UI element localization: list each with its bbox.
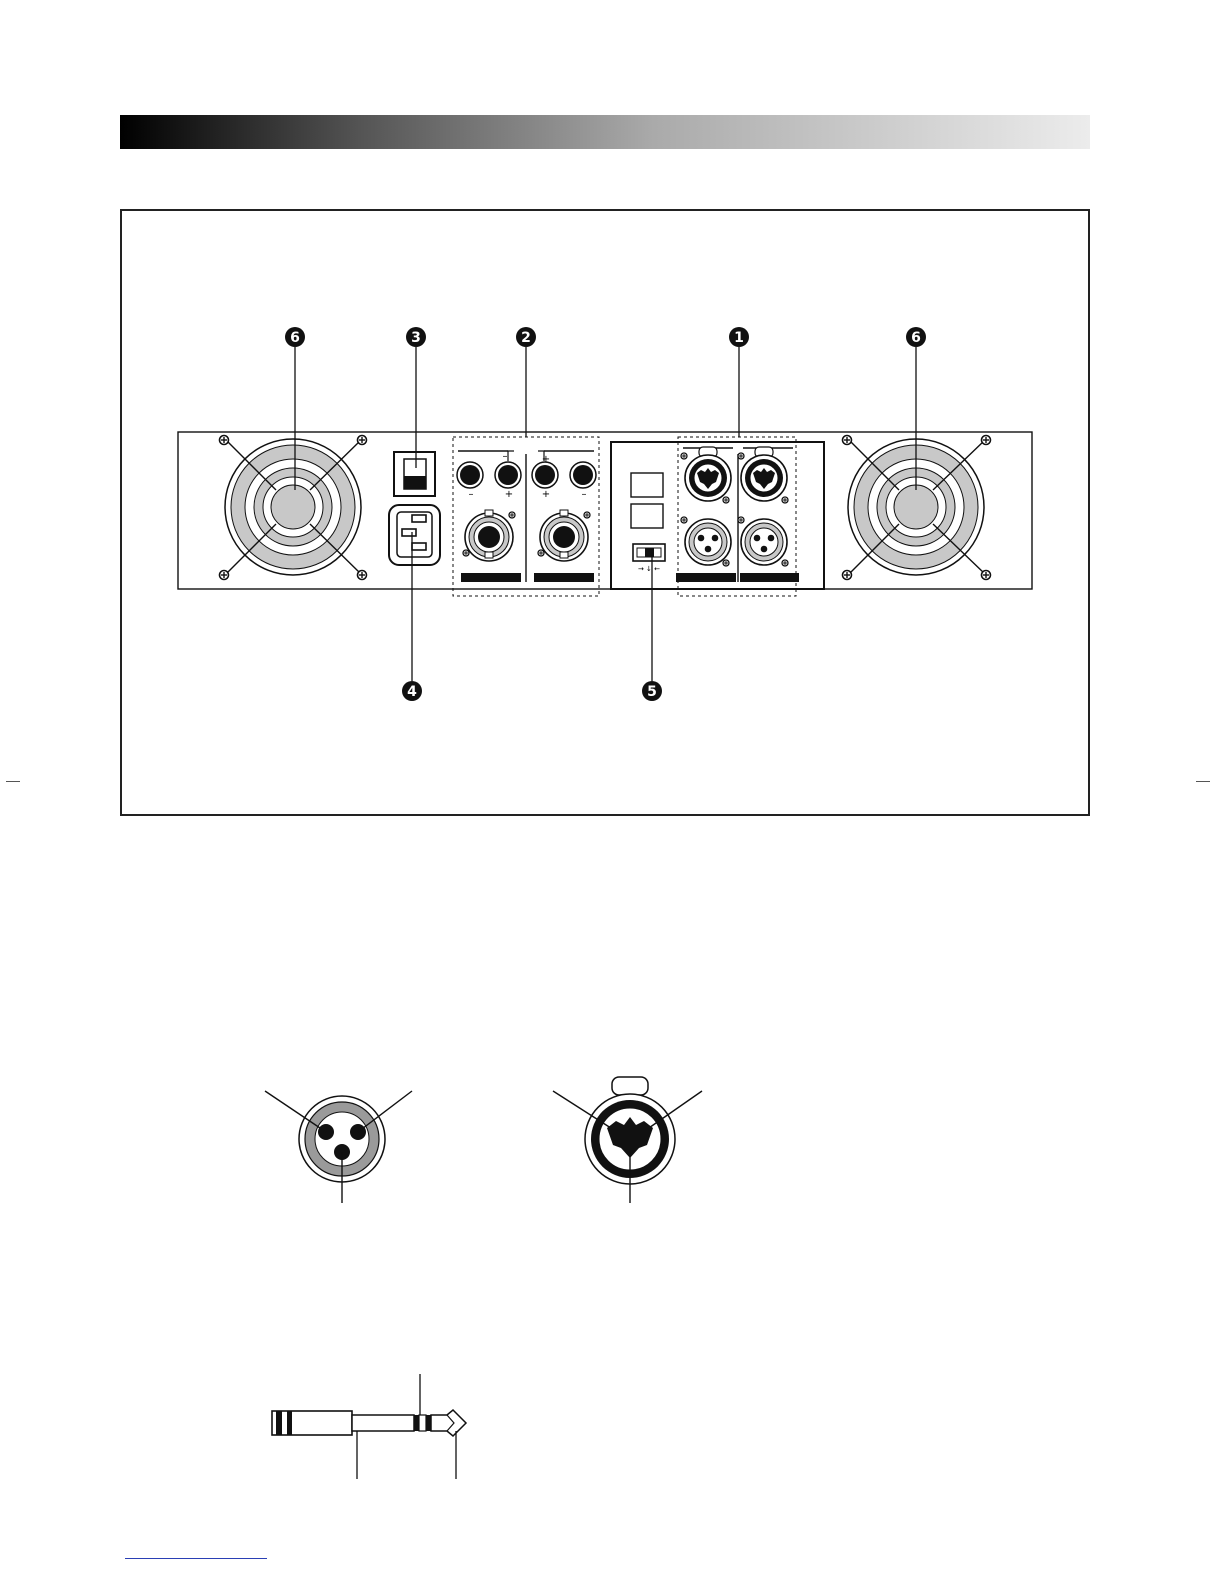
footer-rule <box>125 1558 267 1559</box>
svg-text:4: 4 <box>407 684 417 700</box>
svg-text:→ ↓ ←: → ↓ ← <box>638 565 660 573</box>
binding-post-ch2-neg <box>570 462 596 488</box>
label-plate-ch1-in <box>676 573 736 582</box>
ac-inlet <box>389 505 440 565</box>
binding-post-ch1-pos <box>495 462 521 488</box>
screw-icon <box>220 571 229 580</box>
svg-text:6: 6 <box>290 330 300 346</box>
ch1-pos-mark: + <box>505 489 513 500</box>
callout-4: 4 <box>402 681 422 701</box>
screw-icon <box>358 436 367 445</box>
screw-icon <box>843 571 852 580</box>
screw-icon <box>220 436 229 445</box>
callout-5: 5 <box>642 681 662 701</box>
svg-text:6: 6 <box>911 330 921 346</box>
svg-text:2: 2 <box>521 330 531 346</box>
svg-text:5: 5 <box>647 684 657 700</box>
label-box-upper <box>631 473 663 497</box>
callout-3: 3 <box>406 327 426 347</box>
trs-plug-icon <box>272 1374 466 1479</box>
ch2-pos-mark: + <box>542 489 550 500</box>
label-plate-ch2-out <box>534 573 594 582</box>
binding-post-ch1-neg <box>457 462 483 488</box>
callout-1: 1 <box>729 327 749 347</box>
combo-jack-icon <box>553 1077 702 1203</box>
screw-icon <box>982 571 991 580</box>
label-box-lower <box>631 504 663 528</box>
label-plate-ch2-in <box>740 573 799 582</box>
label-plate-ch1-out <box>461 573 521 582</box>
binding-post-ch2-pos <box>532 462 558 488</box>
fan-grille-icon <box>225 439 361 575</box>
svg-text:1: 1 <box>734 330 744 346</box>
ch1-neg-mark: – <box>469 489 474 500</box>
svg-text:3: 3 <box>411 330 421 346</box>
xlr-socket-icon <box>265 1091 412 1203</box>
bridge-neg-mark: – <box>503 451 508 462</box>
power-switch <box>394 452 435 496</box>
callout-2: 2 <box>516 327 536 347</box>
screw-icon <box>982 436 991 445</box>
screw-icon <box>843 436 852 445</box>
callout-6-right: 6 <box>906 327 926 347</box>
ch2-neg-mark: – <box>582 489 587 500</box>
screw-icon <box>358 571 367 580</box>
callout-6-left: 6 <box>285 327 305 347</box>
